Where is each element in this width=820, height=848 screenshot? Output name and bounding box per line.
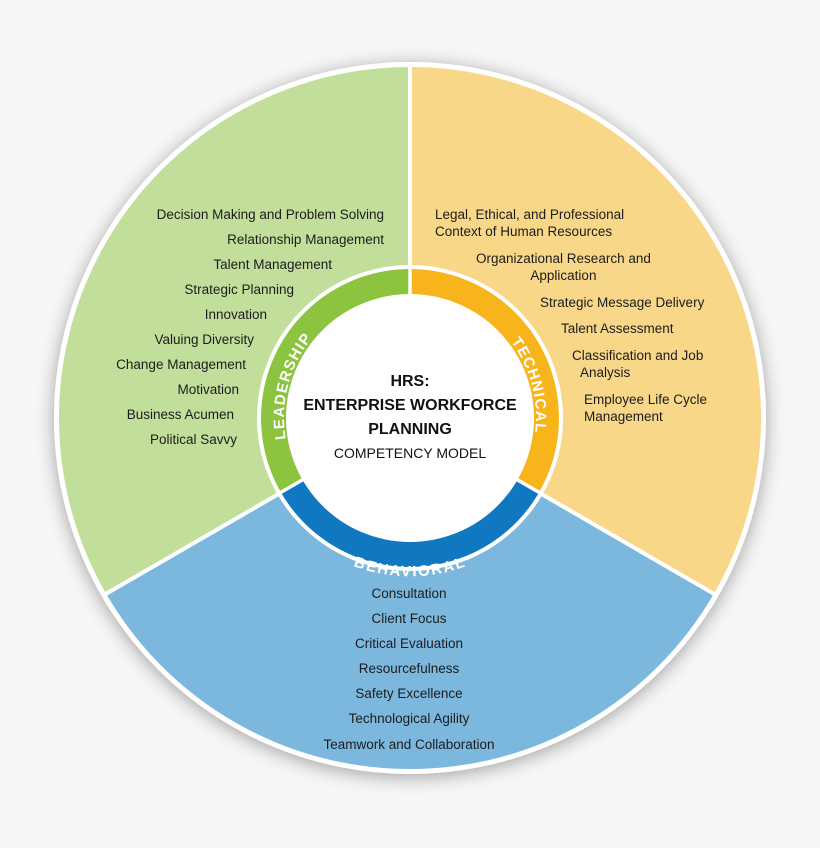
technical-item-line: Analysis bbox=[580, 365, 631, 380]
behavioral-item: Critical Evaluation bbox=[354, 636, 464, 651]
leadership-item: Innovation bbox=[204, 307, 267, 322]
technical-item-line: Strategic Message Delivery bbox=[540, 295, 705, 310]
technical-item-line: Context of Human Resources bbox=[435, 224, 613, 239]
behavioral-item: Consultation bbox=[371, 586, 447, 601]
leadership-item: Strategic Planning bbox=[184, 282, 294, 297]
leadership-item: Talent Management bbox=[213, 257, 332, 272]
center-title-line-1: HRS: bbox=[390, 373, 430, 390]
technical-item: Strategic Message Delivery bbox=[540, 294, 704, 311]
technical-item-line: Classification and Job bbox=[572, 348, 704, 363]
behavioral-item: Safety Excellence bbox=[355, 686, 463, 701]
behavioral-item: Teamwork and Collaboration bbox=[323, 737, 495, 752]
technical-item: Legal, Ethical, and Professional Context… bbox=[435, 206, 624, 240]
center-circle bbox=[286, 294, 534, 542]
technical-item-line: Employee Life Cycle bbox=[584, 392, 708, 407]
technical-item: Talent Assessment bbox=[561, 320, 674, 337]
center-title-line-3: PLANNING bbox=[368, 421, 452, 438]
technical-item-line: Talent Assessment bbox=[561, 321, 674, 336]
technical-item: Organizational Research and Application bbox=[476, 250, 651, 284]
center-title-line-2: ENTERPRISE WORKFORCE bbox=[303, 397, 517, 414]
technical-item: Classification and Job Analysis bbox=[572, 347, 703, 381]
leadership-item: Valuing Diversity bbox=[154, 332, 254, 347]
leadership-item: Decision Making and Problem Solving bbox=[156, 207, 384, 222]
technical-item-line: Legal, Ethical, and Professional bbox=[435, 207, 625, 222]
technical-item-line: Management bbox=[584, 409, 663, 424]
technical-item-line: Organizational Research and bbox=[476, 251, 651, 266]
leadership-item: Relationship Management bbox=[227, 232, 384, 247]
leadership-item: Political Savvy bbox=[149, 432, 237, 447]
technical-item-line: Application bbox=[530, 268, 597, 283]
technical-item: Employee Life Cycle Management bbox=[584, 391, 707, 425]
center-title-block: HRS: ENTERPRISE WORKFORCE PLANNING COMPE… bbox=[285, 370, 535, 463]
behavioral-item: Technological Agility bbox=[348, 711, 470, 726]
center-subtitle: COMPETENCY MODEL bbox=[333, 445, 487, 461]
behavioral-item: Resourcefulness bbox=[358, 661, 460, 676]
behavioral-item: Client Focus bbox=[371, 611, 447, 626]
leadership-item: Motivation bbox=[177, 382, 239, 397]
leadership-item: Business Acumen bbox=[126, 407, 234, 422]
leadership-item: Change Management bbox=[116, 357, 246, 372]
